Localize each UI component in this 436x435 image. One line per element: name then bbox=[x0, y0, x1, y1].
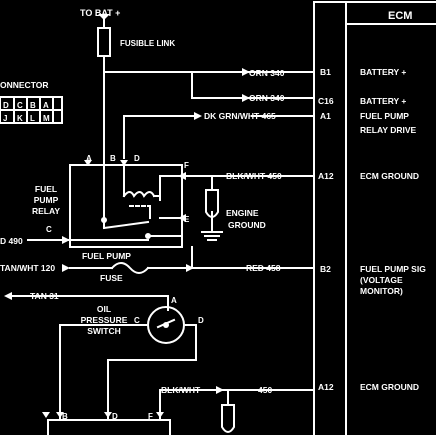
ecm-pin-a12-bottom: A12 bbox=[318, 382, 334, 392]
ecm-pin-c16: C16 bbox=[318, 96, 334, 106]
red-458-label: RED 458 bbox=[246, 263, 281, 273]
oil-switch-line-2: PRESSURE bbox=[81, 315, 128, 325]
relay-title-line-3: RELAY bbox=[32, 206, 60, 216]
engine-ground-line-2: GROUND bbox=[228, 220, 266, 230]
connector-pin-m: M bbox=[43, 114, 50, 123]
tan-31-label: TAN 31 bbox=[30, 291, 59, 301]
fusible-link-label: FUSIBLE LINK bbox=[120, 39, 175, 48]
ecm-desc-a12-top: ECM GROUND bbox=[360, 171, 419, 181]
wire-450-label: 450 bbox=[258, 385, 272, 395]
connector-body bbox=[0, 96, 63, 124]
relay-coil bbox=[122, 191, 156, 198]
bottom-pin-b: B bbox=[62, 412, 68, 421]
relay-title-line-2: PUMP bbox=[34, 195, 59, 205]
ecm-title: ECM bbox=[388, 10, 412, 22]
to-bat-label: TO BAT + bbox=[80, 8, 120, 18]
relay-pin-f: F bbox=[184, 161, 189, 170]
relay-pin-b: B bbox=[110, 154, 116, 163]
connector-pin-c: C bbox=[17, 101, 23, 110]
relay-pin-d: D bbox=[134, 154, 140, 163]
oil-switch-line-1: OIL bbox=[97, 304, 111, 314]
fusible-link-symbol bbox=[97, 27, 111, 57]
orn-340-b-label: ORN 340 bbox=[249, 93, 285, 103]
bottom-connector bbox=[47, 419, 171, 435]
oil-pressure-switch-body bbox=[147, 306, 185, 344]
ecm-desc-b2-line-1: FUEL PUMP SIG bbox=[360, 264, 426, 274]
connector-pin-d: D bbox=[3, 101, 9, 110]
fuel-pump-fuse-symbol bbox=[110, 262, 150, 274]
ecm-pin-b2: B2 bbox=[320, 264, 331, 274]
bottom-pin-d: D bbox=[112, 412, 118, 421]
relay-box bbox=[69, 164, 183, 248]
tan-wht-120-label: TAN/WHT 120 bbox=[0, 263, 55, 273]
ecm-desc-a12-bottom: ECM GROUND bbox=[360, 382, 419, 392]
connector-label: ONNECTOR bbox=[0, 80, 49, 90]
fuse-label-line-2: FUSE bbox=[100, 273, 123, 283]
ecm-pin-a12-top: A12 bbox=[318, 171, 334, 181]
arrowheads bbox=[4, 14, 250, 418]
orn-340-a-label: ORN 340 bbox=[249, 68, 285, 78]
oil-switch-pin-d: D bbox=[198, 316, 204, 325]
relay-pin-a: A bbox=[86, 154, 92, 163]
connector-pin-j: J bbox=[3, 114, 7, 123]
relay-pin-e: E bbox=[184, 215, 190, 224]
connector-pin-a: A bbox=[43, 101, 49, 110]
blk-wht-label: BLK/WHT bbox=[161, 385, 201, 395]
bottom-pin-f: F bbox=[148, 412, 153, 421]
engine-ground-line-1: ENGINE bbox=[226, 208, 259, 218]
ecm-pin-a1: A1 bbox=[320, 111, 331, 121]
ecm-pin-b1: B1 bbox=[320, 67, 331, 77]
connector-pin-l: L bbox=[30, 114, 35, 123]
ecm-desc-b2-line-3: MONITOR) bbox=[360, 286, 403, 296]
bottom-ground-symbol bbox=[221, 404, 235, 433]
wire-490-label: D 490 bbox=[0, 236, 23, 246]
ecm-desc-a1-line-2: RELAY DRIVE bbox=[360, 125, 417, 135]
ecm-box bbox=[313, 1, 436, 435]
ecm-desc-c16: BATTERY + bbox=[360, 96, 406, 106]
ecm-desc-a1-line-1: FUEL PUMP bbox=[360, 111, 409, 121]
dk-grn-wht-465-label: DK GRN/WHT 465 bbox=[204, 111, 276, 121]
fuse-label-line-1: FUEL PUMP bbox=[82, 251, 131, 261]
connector-pin-k: K bbox=[17, 114, 23, 123]
oil-switch-pin-a: A bbox=[171, 296, 177, 305]
oil-switch-pin-c: C bbox=[134, 316, 140, 325]
relay-title-line-1: FUEL bbox=[35, 184, 57, 194]
blk-wht-450-label: BLK/WHT 450 bbox=[226, 171, 282, 181]
oil-switch-line-3: SWITCH bbox=[87, 326, 121, 336]
relay-pin-c: C bbox=[46, 225, 52, 234]
ecm-desc-b2-line-2: (VOLTAGE bbox=[360, 275, 403, 285]
relay-switch-blade bbox=[102, 220, 150, 230]
ecm-desc-b1: BATTERY + bbox=[360, 67, 406, 77]
connector-pin-b: B bbox=[30, 101, 36, 110]
